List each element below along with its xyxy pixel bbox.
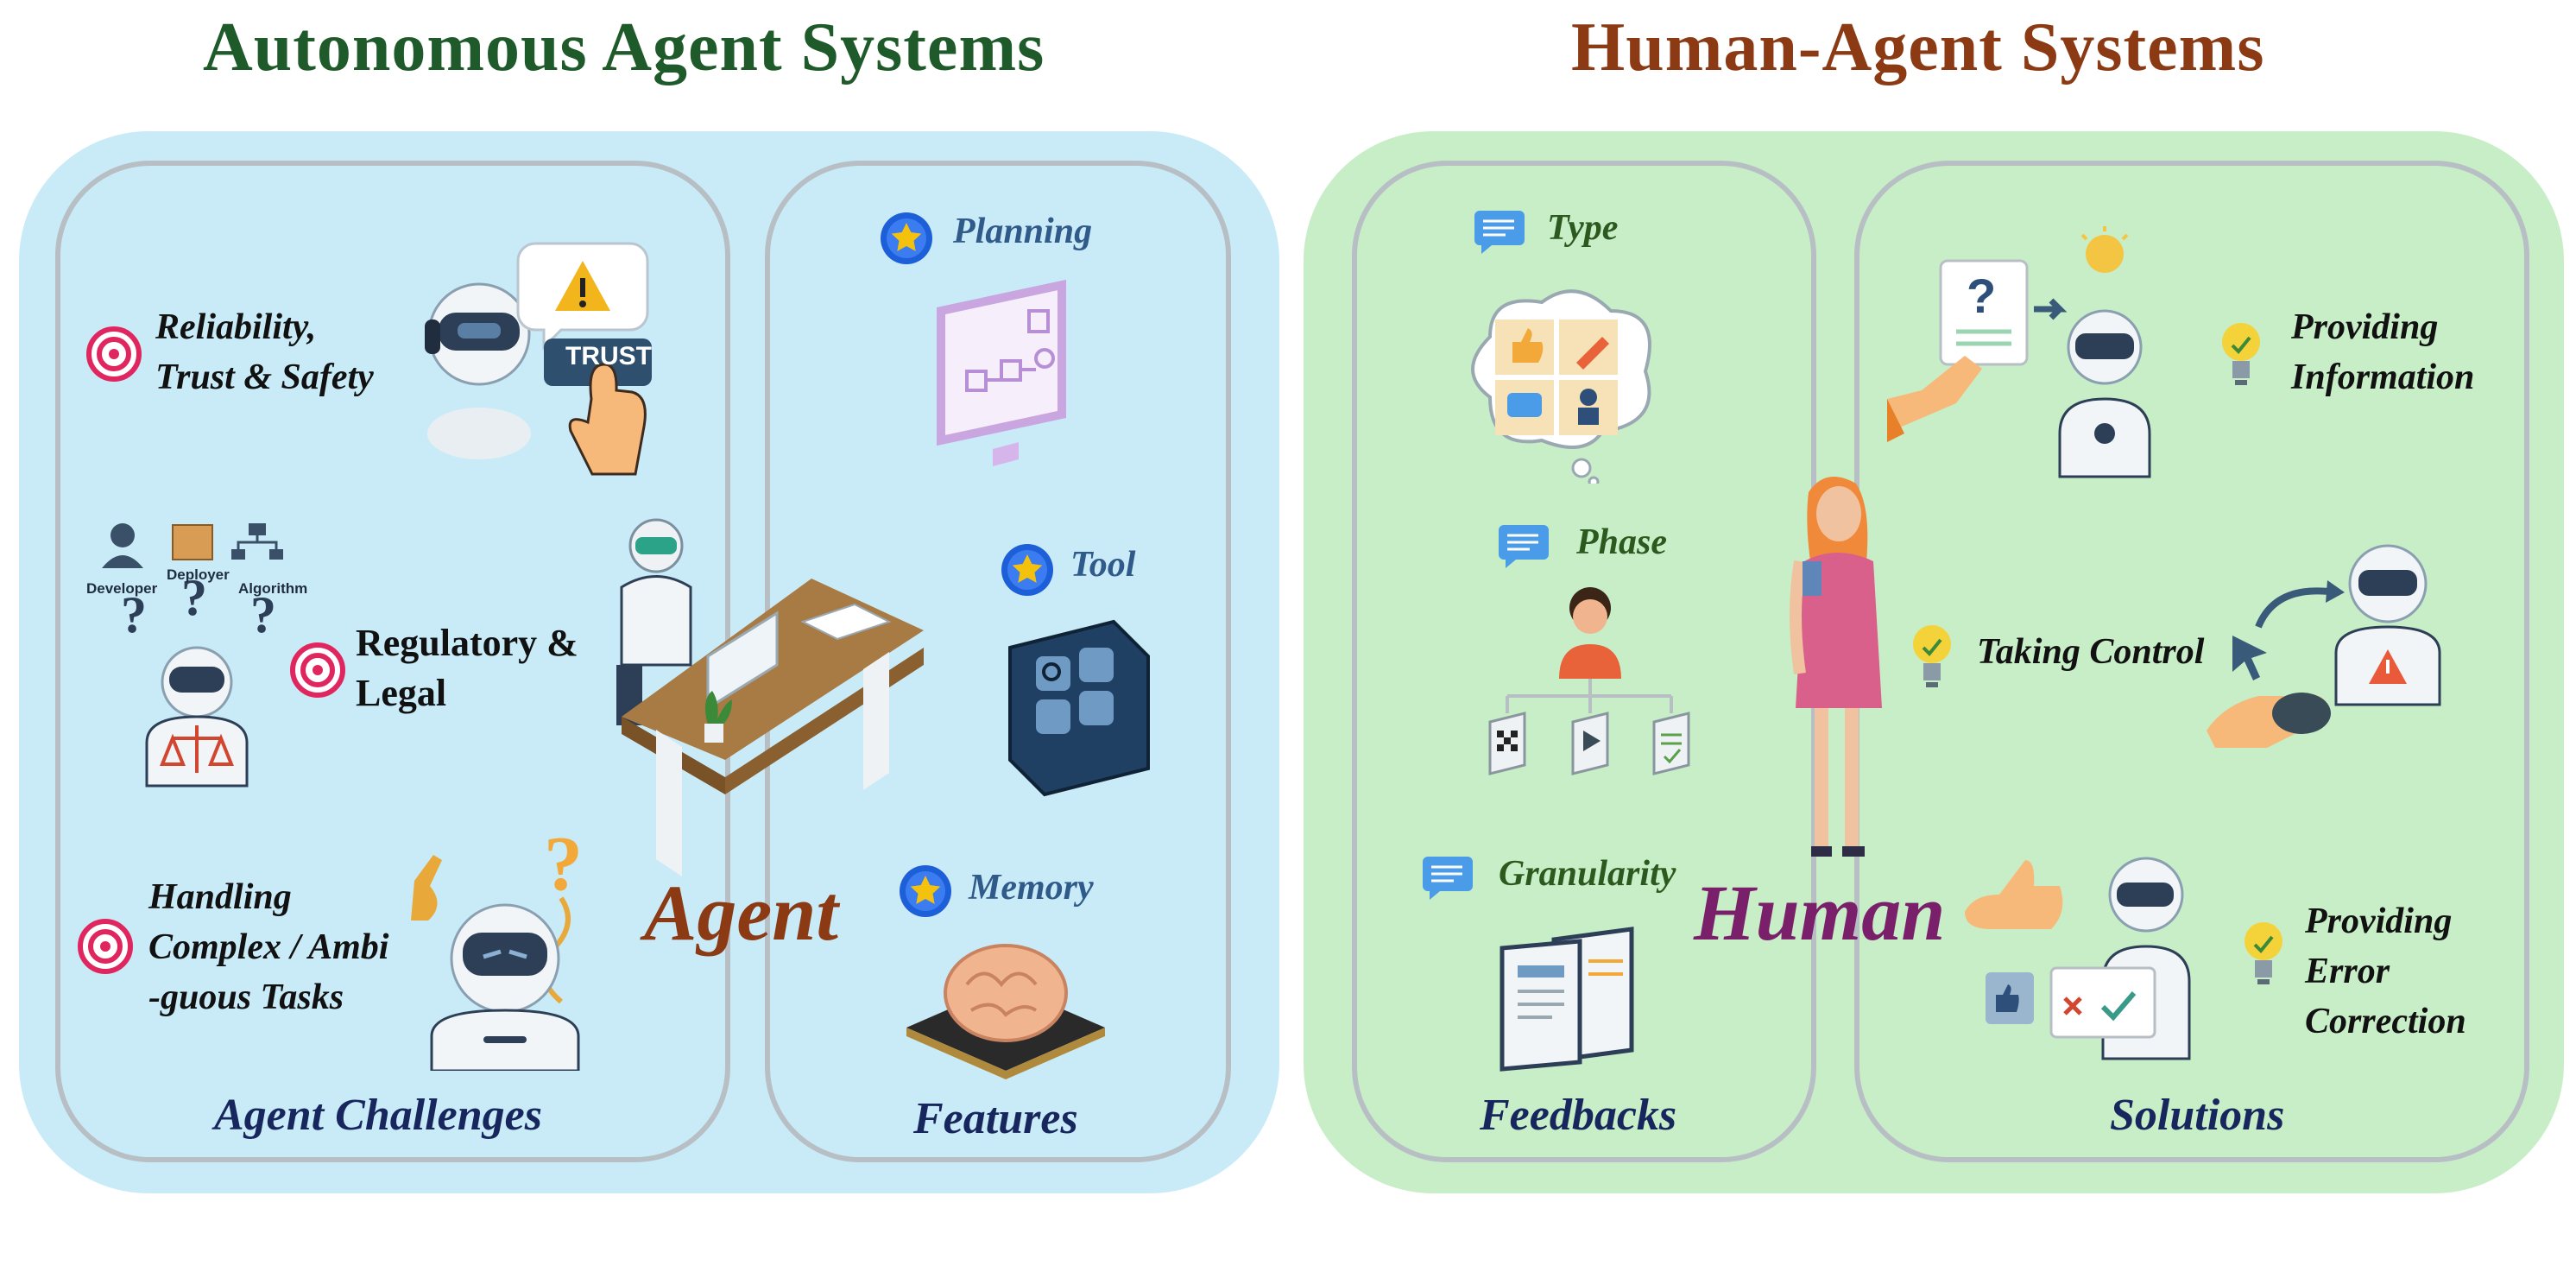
error-correction-robot-illustration bbox=[1965, 857, 2191, 1060]
svg-text:?: ? bbox=[121, 586, 147, 643]
solution-control: Taking Control bbox=[1977, 632, 2205, 672]
features-label: Features bbox=[913, 1094, 1078, 1143]
phase-tree-illustration bbox=[1488, 587, 1690, 775]
chat-bubble-icon bbox=[1474, 211, 1525, 254]
star-badge-icon bbox=[900, 865, 951, 917]
feature-memory: Memory bbox=[969, 868, 1094, 908]
agent-challenges-label: Agent Challenges bbox=[214, 1091, 542, 1140]
solution-error-line3: Correction bbox=[2305, 1002, 2466, 1041]
feedbacks-label: Feedbacks bbox=[1480, 1091, 1677, 1140]
documents-icon bbox=[1500, 927, 1634, 1072]
feedback-phase: Phase bbox=[1576, 522, 1667, 562]
robot-at-desk-illustration bbox=[616, 518, 924, 876]
challenge-complex-line3: -guous Tasks bbox=[148, 977, 344, 1017]
solution-info-line1: Providing bbox=[2291, 307, 2439, 347]
thought-cloud-illustration bbox=[1471, 289, 1651, 484]
info-robot-illustration: ? bbox=[1887, 226, 2151, 478]
svg-text:?: ? bbox=[250, 586, 276, 643]
challenge-complex-line1: Handling bbox=[148, 877, 292, 917]
robot-trust-illustration bbox=[425, 242, 652, 476]
star-badge-icon bbox=[1001, 544, 1053, 596]
target-icon bbox=[78, 919, 133, 974]
feature-planning: Planning bbox=[953, 212, 1093, 251]
left-title: Autonomous Agent Systems bbox=[203, 9, 1045, 85]
human-center-label: Human bbox=[1694, 869, 1946, 957]
role-algorithm: Algorithm bbox=[238, 580, 308, 597]
chat-bubble-icon bbox=[1499, 525, 1549, 568]
role-deployer: Deployer bbox=[167, 566, 230, 583]
svg-text:?: ? bbox=[181, 569, 207, 626]
feature-tool: Tool bbox=[1070, 545, 1136, 585]
lightbulb-icon bbox=[1913, 625, 1951, 687]
toolbox-icon bbox=[1008, 619, 1150, 797]
target-icon bbox=[290, 642, 345, 698]
solutions-label: Solutions bbox=[2110, 1091, 2285, 1140]
solution-error-line1: Providing bbox=[2305, 902, 2453, 941]
star-badge-icon bbox=[881, 212, 932, 264]
woman-icon bbox=[1790, 477, 1882, 857]
svg-text:?: ? bbox=[1967, 269, 1996, 323]
chat-bubble-icon bbox=[1423, 857, 1473, 900]
svg-text:?: ? bbox=[544, 829, 583, 907]
lightbulb-icon bbox=[2222, 323, 2260, 385]
challenge-reliability-line2: Trust & Safety bbox=[155, 357, 374, 397]
target-icon bbox=[86, 326, 142, 382]
challenge-regulatory-line1: Regulatory & bbox=[356, 622, 578, 664]
roles-illustration: ? ? ? bbox=[102, 523, 283, 788]
agent-center-label: Agent bbox=[644, 869, 838, 957]
role-developer: Developer bbox=[86, 580, 158, 597]
challenge-complex-line2: Complex / Ambi bbox=[148, 927, 389, 967]
brain-chip-icon bbox=[906, 944, 1105, 1079]
control-robot-illustration bbox=[2207, 544, 2441, 748]
whiteboard-icon bbox=[937, 279, 1066, 466]
confused-robot-illustration: ? bbox=[411, 829, 583, 1071]
feedback-type: Type bbox=[1547, 208, 1619, 248]
lightbulb-icon bbox=[2245, 922, 2282, 984]
challenge-regulatory-line2: Legal bbox=[356, 672, 447, 714]
feedback-granularity: Granularity bbox=[1499, 854, 1676, 894]
trust-sign-label: TRUST bbox=[565, 342, 652, 370]
solution-error-line2: Error bbox=[2305, 952, 2390, 991]
solution-info-line2: Information bbox=[2291, 357, 2475, 397]
right-title: Human-Agent Systems bbox=[1571, 9, 2265, 85]
challenge-reliability-line1: Reliability, bbox=[155, 307, 317, 347]
